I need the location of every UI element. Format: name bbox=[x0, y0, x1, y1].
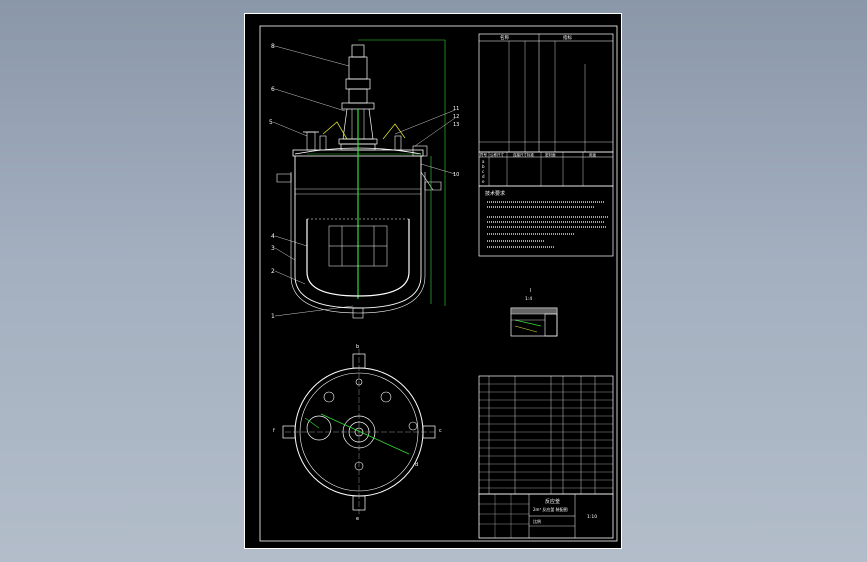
plan-label: d bbox=[415, 462, 418, 468]
vessel-elevation bbox=[272, 39, 456, 319]
nozzle-header: 连接尺寸标准 bbox=[513, 152, 534, 157]
plan-label: c bbox=[439, 428, 442, 434]
nozzle-symbol: d bbox=[482, 174, 485, 179]
sheet-number: 1:10 bbox=[587, 514, 597, 520]
leader-number: 1 bbox=[271, 313, 275, 320]
leader-number: 8 bbox=[271, 43, 275, 50]
technical-requirements bbox=[478, 185, 614, 257]
leader-number: 12 bbox=[453, 114, 459, 120]
leader-number: 10 bbox=[453, 172, 459, 178]
plan-label: b bbox=[356, 344, 359, 350]
nozzle-symbol: b bbox=[482, 164, 485, 169]
nozzle-header: 用途 bbox=[589, 152, 597, 157]
table-header: 名称 bbox=[500, 34, 509, 41]
plan-label: e bbox=[356, 516, 359, 522]
nozzle-header: 公称尺寸 bbox=[490, 152, 504, 157]
assembly-drawing: 8 6 5 4 3 2 1 11 12 13 10 b f c e d bbox=[259, 25, 618, 542]
vessel-plan-view bbox=[282, 349, 436, 514]
leader-number: 6 bbox=[271, 86, 275, 93]
nozzle-table bbox=[478, 151, 614, 187]
tech-req-heading: 技术要求 bbox=[485, 190, 505, 197]
section-label: I bbox=[530, 288, 531, 294]
nozzle-symbol: a bbox=[482, 159, 485, 164]
nozzle-header: 密封面 bbox=[545, 152, 556, 157]
title-line-2: 2m³ 反应釜 装配图 bbox=[533, 506, 568, 512]
design-data-table bbox=[478, 33, 614, 153]
title-line-1: 反应釜 bbox=[545, 498, 560, 505]
scale-label: 比例 bbox=[533, 518, 541, 524]
section-detail bbox=[510, 307, 558, 337]
leader-number: 2 bbox=[271, 268, 275, 275]
section-scale: 1:4 bbox=[525, 296, 532, 302]
plan-label: f bbox=[273, 428, 275, 434]
drawing-sheet: 8 6 5 4 3 2 1 11 12 13 10 b f c e d bbox=[244, 13, 622, 549]
leader-number: 11 bbox=[453, 106, 459, 112]
drawing-frame bbox=[259, 25, 618, 542]
nozzle-symbol: e bbox=[482, 179, 485, 184]
nozzle-header: 符号 bbox=[480, 152, 488, 157]
leader-number: 13 bbox=[453, 122, 459, 128]
leader-number: 5 bbox=[269, 119, 273, 126]
parts-list bbox=[478, 375, 614, 495]
leader-number: 4 bbox=[271, 233, 275, 240]
nozzle-symbol: c bbox=[482, 169, 484, 174]
table-header: 指标 bbox=[563, 34, 572, 41]
leader-number: 3 bbox=[271, 245, 275, 252]
title-block bbox=[478, 493, 614, 539]
